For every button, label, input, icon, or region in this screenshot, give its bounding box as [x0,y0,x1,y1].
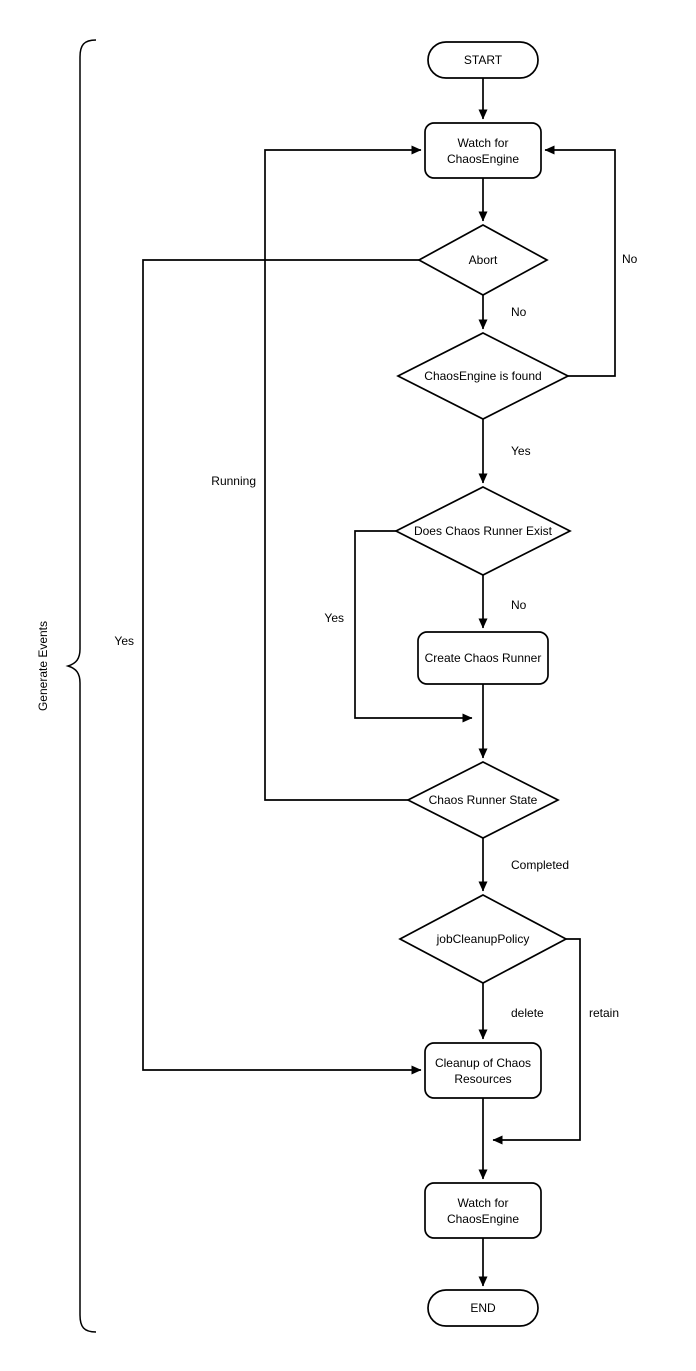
edge-runner-exist-yes-loop [354,530,473,723]
curly-brace-icon [65,39,97,1333]
edge-abort-yes-loop [142,259,422,1075]
edge-label-runner-state-completed: Completed [511,858,569,872]
node-job-cleanup-policy-decision: jobCleanupPolicy [398,894,568,984]
start-label: START [464,53,503,67]
runner-state-diamond [406,761,560,839]
node-create-chaos-runner: Create Chaos Runner [417,631,549,685]
edge-runner-state-running-loop [264,145,422,801]
edge-label-engine-found-no: No [622,252,638,266]
cleanup-policy-diamond [398,894,568,984]
edge-engine-found-no-loop [544,145,616,377]
edges [142,78,616,1287]
edge-cleanup-policy-retain-loop [492,938,581,1145]
create-runner-label: Create Chaos Runner [425,651,542,665]
node-watch-for-chaosengine-bottom: Watch for ChaosEngine [424,1182,542,1239]
watch-top-box [424,122,542,179]
start-terminator-shape [427,41,539,79]
edge-label-engine-found-yes: Yes [511,444,531,458]
node-chaos-runner-state-decision: Chaos Runner State [406,761,560,839]
engine-found-label: ChaosEngine is found [424,369,541,383]
abort-diamond [417,224,549,296]
runner-state-label: Chaos Runner State [429,793,538,807]
end-terminator-shape [427,1289,539,1327]
node-abort-decision: Abort [417,224,549,296]
runner-exist-diamond [394,486,572,576]
create-runner-box [417,631,549,685]
watch-top-label-line1: Watch for [458,136,509,150]
watch-bottom-label-line2: ChaosEngine [447,1212,519,1226]
runner-exist-label: Does Chaos Runner Exist [414,524,553,538]
edge-label-runner-exist-no: No [511,598,527,612]
bracket-label: Generate Events [36,621,50,711]
edge-label-abort-no: No [511,305,527,319]
abort-label: Abort [469,253,498,267]
edge-label-abort-yes: Yes [114,634,134,648]
node-cleanup-of-chaos-resources: Cleanup of Chaos Resources [424,1042,542,1099]
node-chaosengine-found-decision: ChaosEngine is found [396,332,570,420]
watch-bottom-label-line1: Watch for [458,1196,509,1210]
watch-bottom-box [424,1182,542,1239]
edge-label-runner-state-running: Running [211,474,256,488]
edge-labels: No No Yes No Yes Running Completed delet… [114,252,637,1020]
cleanup-label-line2: Resources [454,1072,511,1086]
cleanup-policy-label: jobCleanupPolicy [436,932,530,946]
end-label: END [470,1301,496,1315]
engine-found-diamond [396,332,570,420]
node-end: END [427,1289,539,1327]
generate-events-bracket: Generate Events [36,39,97,1333]
watch-top-label-line2: ChaosEngine [447,152,519,166]
edge-label-cleanup-policy-delete: delete [511,1006,544,1020]
cleanup-label-line1: Cleanup of Chaos [435,1056,531,1070]
node-start: START [427,41,539,79]
node-chaos-runner-exist-decision: Does Chaos Runner Exist [394,486,572,576]
node-watch-for-chaosengine-top: Watch for ChaosEngine [424,122,542,179]
cleanup-box [424,1042,542,1099]
edge-label-runner-exist-yes: Yes [324,611,344,625]
edge-label-cleanup-policy-retain: retain [589,1006,619,1020]
